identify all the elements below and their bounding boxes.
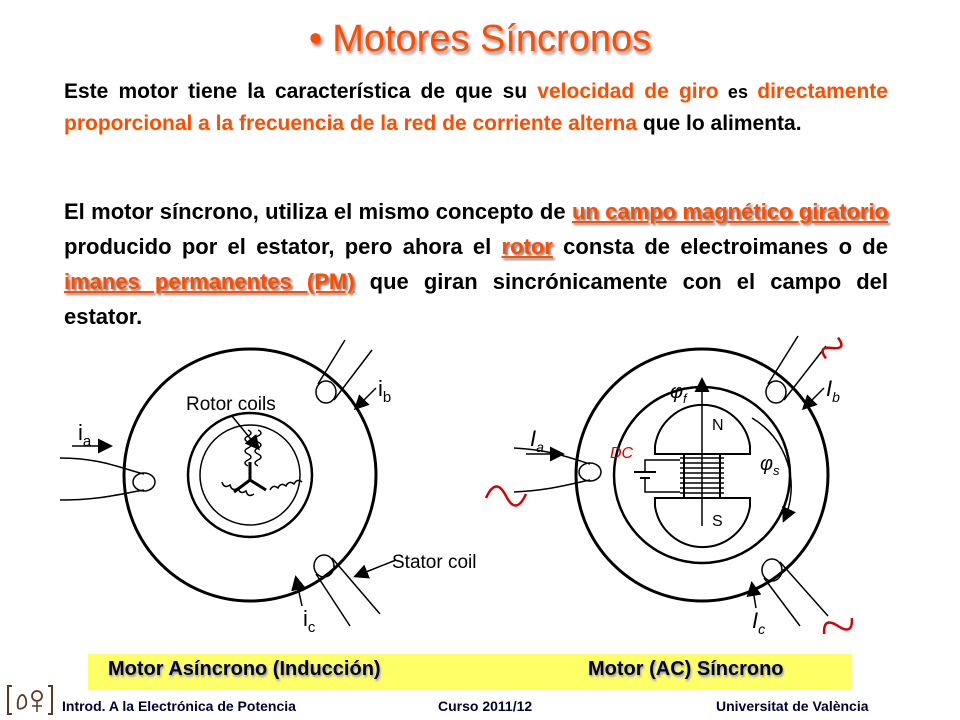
dc-source-icon bbox=[634, 459, 680, 493]
current-Ic-label: Ic bbox=[752, 608, 765, 637]
caption-synchronous: Motor (AC) Síncrono bbox=[588, 658, 784, 680]
p2-highlight-pm: imanes permanentes (PM) bbox=[64, 269, 355, 294]
rotor-ring bbox=[199, 424, 301, 526]
ac-tilde-icon-a bbox=[484, 485, 528, 507]
current-ia-label: ia bbox=[78, 420, 92, 450]
footer-university: Universitat de València bbox=[716, 698, 869, 714]
induction-motor-diagram: Rotor coils ia ib ic Stator coil bbox=[59, 339, 476, 636]
p1-text-3: que lo alimenta. bbox=[637, 112, 802, 135]
p2-highlight-rotor: rotor bbox=[501, 234, 553, 259]
p1-text-2: es bbox=[718, 82, 758, 102]
stator-outer-ring bbox=[122, 347, 378, 603]
ac-tilde-icon-b bbox=[821, 336, 843, 360]
dc-label: DC bbox=[610, 445, 634, 462]
bullet-icon: • bbox=[308, 18, 323, 60]
current-Ib-label: Ib bbox=[826, 376, 840, 405]
stator-coil-a bbox=[132, 472, 156, 492]
caption-bar: Motor Asíncrono (Inducción) Motor (AC) S… bbox=[88, 654, 852, 690]
footer-course-name: Introd. A la Electrónica de Potencia bbox=[62, 698, 296, 714]
north-pole-label: N bbox=[712, 417, 724, 434]
stator-coil-b bbox=[315, 380, 337, 404]
stator-coil-label: Stator coil bbox=[392, 552, 476, 573]
current-ic-label: ic bbox=[303, 606, 316, 636]
paragraph-2: El motor síncrono, utiliza el mismo conc… bbox=[64, 194, 888, 334]
current-ib-label: ib bbox=[378, 376, 391, 406]
sync-coil-c bbox=[761, 558, 783, 582]
slide-title: •Motores Síncronos bbox=[0, 18, 960, 61]
paragraph-1: Este motor tiene la característica de qu… bbox=[64, 76, 888, 140]
p2-text-3: consta de electroimanes o de bbox=[552, 234, 888, 259]
sync-coil-b bbox=[765, 380, 787, 404]
current-Ia-label: Ia bbox=[530, 426, 544, 455]
sync-stator-outer bbox=[574, 347, 830, 603]
stator-inner-ring bbox=[186, 411, 314, 539]
p2-text-2: producido por el estator, pero ahora el bbox=[64, 234, 502, 259]
synchronous-motor-diagram: DC N S φf φs Ia Ib Ic bbox=[484, 335, 854, 637]
p2-text-4: que giran sincrónicamente con el campo d… bbox=[64, 269, 889, 329]
rotor-south-pole bbox=[654, 497, 751, 549]
footer-year: Curso 2011/12 bbox=[438, 698, 533, 714]
p1-highlight-frequency: directamente proporcional a la frecuenci… bbox=[64, 80, 888, 135]
rotor-north-pole bbox=[654, 403, 751, 455]
flux-s-arrow bbox=[751, 417, 796, 523]
phi-f-label: φf bbox=[670, 381, 688, 406]
sync-coil-a bbox=[578, 462, 602, 482]
ac-tilde-icon-c bbox=[822, 617, 854, 635]
south-pole-label: S bbox=[712, 513, 723, 530]
phi-s-label: φs bbox=[760, 453, 780, 478]
title-text: Motores Síncronos bbox=[332, 18, 652, 60]
caption-induction: Motor Asíncrono (Inducción) bbox=[108, 658, 381, 680]
p2-text-1: El motor síncrono, utiliza el mismo conc… bbox=[64, 199, 572, 224]
motor-diagrams: Rotor coils ia ib ic Stator coil bbox=[59, 335, 854, 637]
stator-coil-c bbox=[313, 554, 335, 578]
course-logo-icon bbox=[7, 685, 53, 715]
rotor-coils-label: Rotor coils bbox=[186, 394, 276, 415]
p2-highlight-field: un campo magnético giratorio bbox=[571, 199, 889, 224]
p1-highlight-speed: velocidad de giro bbox=[537, 80, 719, 103]
p1-text-1: Este motor tiene la característica de qu… bbox=[64, 80, 538, 103]
rotor-coils-icon bbox=[221, 429, 303, 497]
